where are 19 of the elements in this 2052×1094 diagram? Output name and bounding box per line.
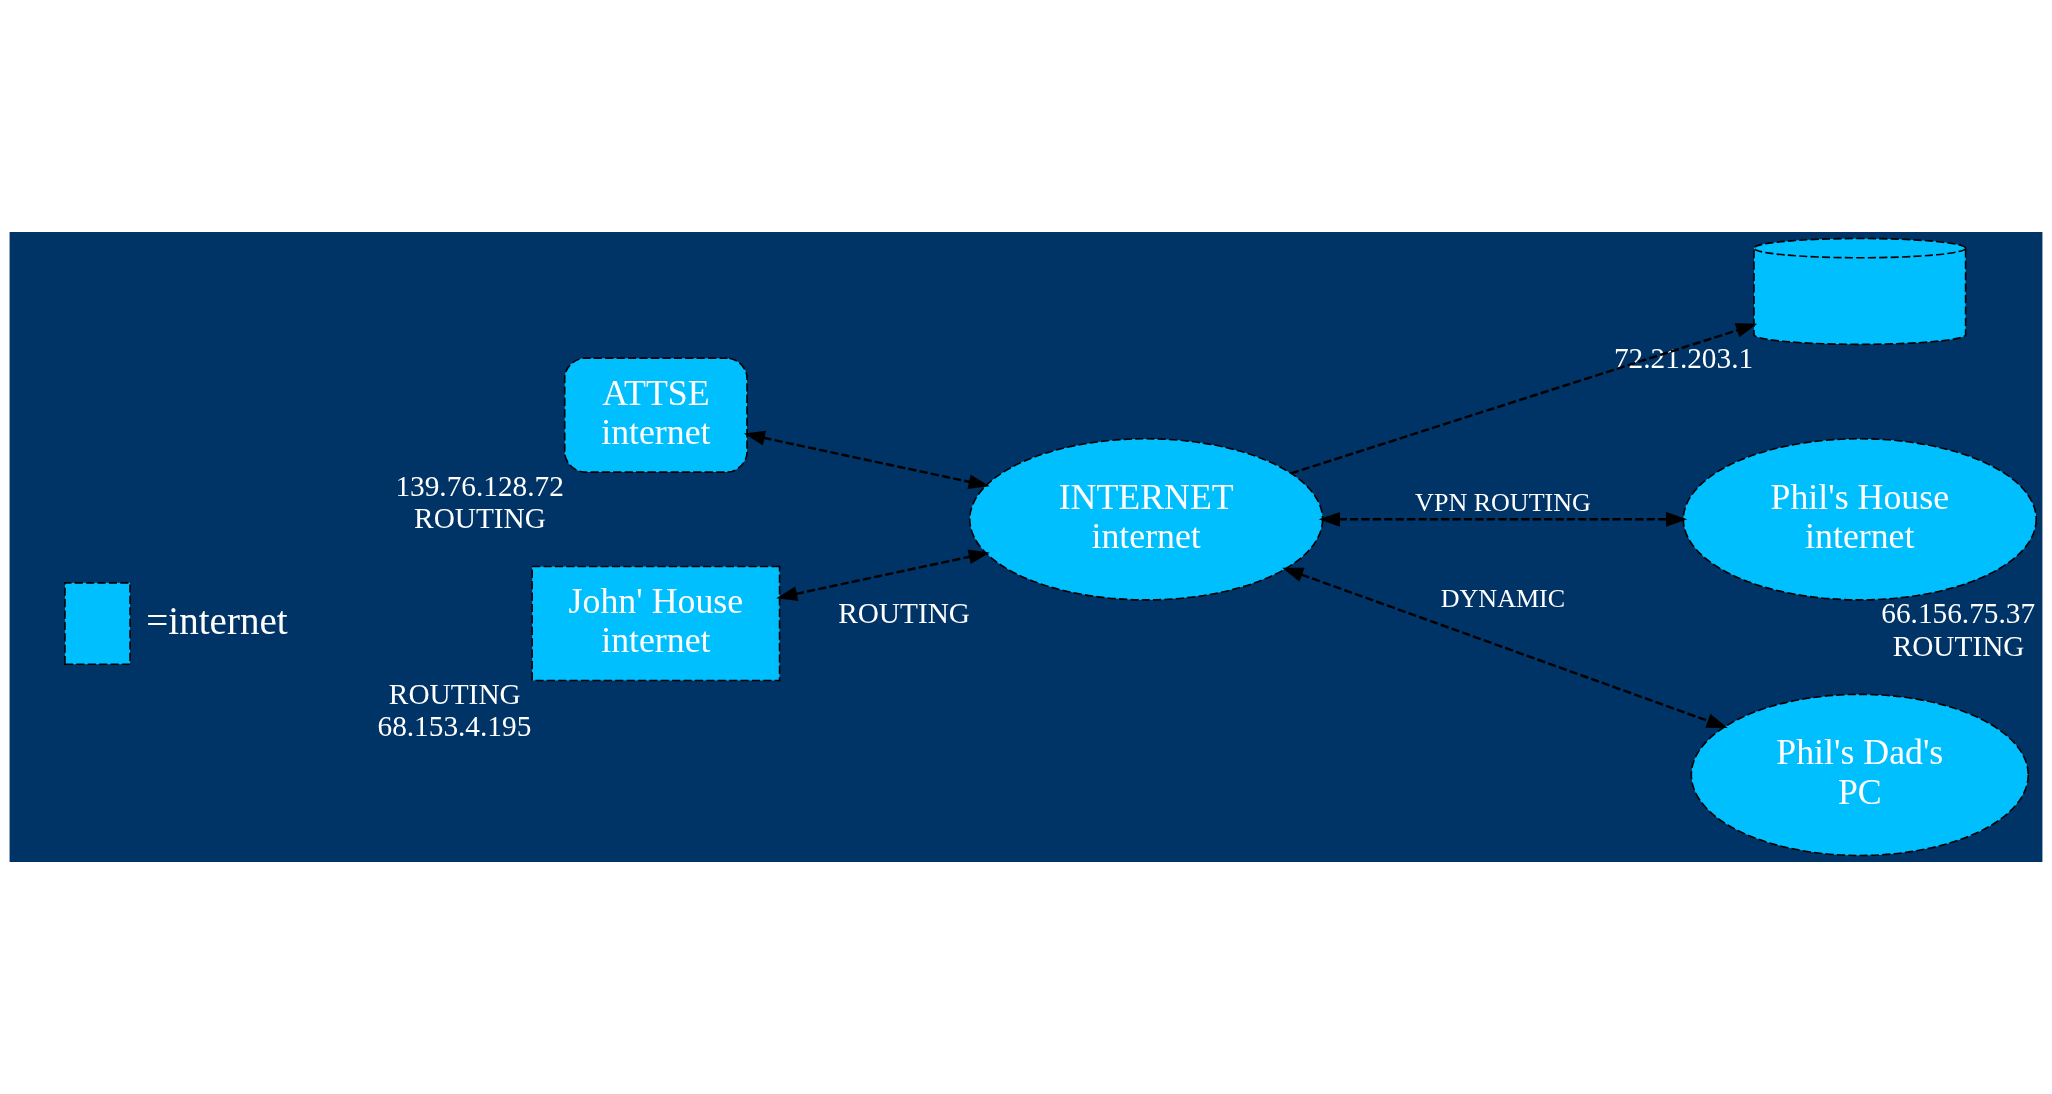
edge-label: DYNAMIC <box>1440 583 1566 613</box>
node-label: ROUTING <box>838 597 971 630</box>
node-label: ROUTING <box>414 502 546 535</box>
legend-label: =internet <box>146 598 288 642</box>
node-label: 139.76.128.72 <box>395 469 564 502</box>
node-label: ROUTING <box>1892 629 2025 662</box>
node-ellipse: Phil's Dad's PC <box>1690 693 2030 857</box>
node-label: ROUTING <box>388 677 521 710</box>
arrow <box>1290 323 1758 475</box>
arrow <box>1282 567 1728 729</box>
arrow <box>1318 511 1688 527</box>
arrow <box>743 430 990 490</box>
node-box: John' House internet <box>531 565 781 682</box>
node-box: ATTSE internet <box>563 357 748 473</box>
node-ellipse: Phil's House internet <box>1682 437 2038 601</box>
arrow <box>776 549 990 601</box>
node-label: 72.21.203.1 <box>1613 341 1754 374</box>
edge-label: VPN ROUTING <box>1415 487 1591 517</box>
node-label: 68.153.4.195 <box>377 710 532 743</box>
